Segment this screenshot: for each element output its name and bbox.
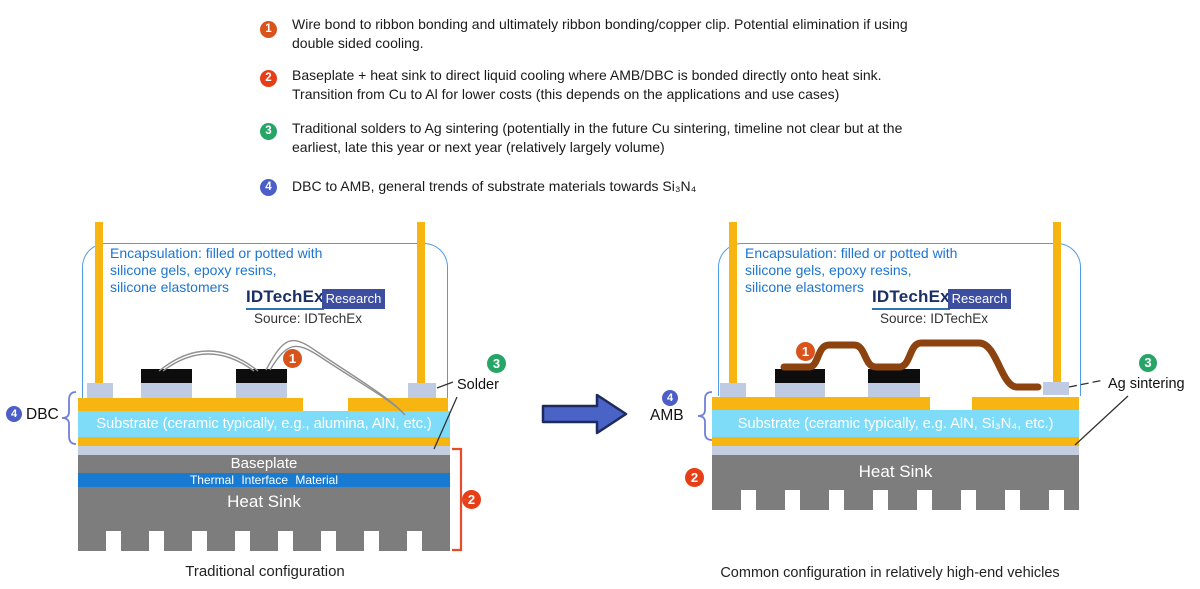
solder-pad [236,383,287,398]
semiconductor-die [868,369,920,383]
idtechex-logo: IDTechEx [872,287,950,310]
heat-sink-body: Heat Sink [78,487,450,531]
callout-3-solder: 3 [487,354,506,373]
legend-item-1-line-2: double sided cooling. [292,35,424,51]
idtechex-research-badge: Research [948,289,1011,309]
bottom-copper-layer [78,437,450,446]
legend-item-1: 1 Wire bond to ribbon bonding and ultima… [252,15,997,53]
solder-pad [408,383,436,398]
left-encapsulation-label: Encapsulation: filled or potted with sil… [110,245,323,295]
top-copper-layer-left-segment [712,397,930,410]
sinter-attach-layer [712,446,1079,455]
legend-item-3-line-1: Traditional solders to Ag sintering (pot… [292,120,903,136]
amb-label: AMB [650,407,684,424]
left-terminal-pin-1 [95,222,103,383]
left-terminal-pin-2 [417,222,425,383]
transition-arrow-icon [541,393,628,435]
right-encapsulation-label: Encapsulation: filled or potted with sil… [745,245,958,295]
right-terminal-pin-2 [1053,222,1061,383]
source-credit: Source: IDTechEx [880,311,989,326]
bottom-copper-layer [712,437,1079,446]
callout-4-dbc: 4 [6,406,22,422]
right-diagram-caption: Common configuration in relatively high-… [720,565,1060,581]
substrate-label: Substrate (ceramic typically, e.g., alum… [96,416,432,432]
dbc-label: DBC [26,406,59,423]
heat-sink-fins [78,531,450,551]
baseplate-layer: Baseplate [78,455,450,473]
solder-pad [720,383,746,398]
callout-4-amb: 4 [662,390,678,406]
legend-item-1-line-1: Wire bond to ribbon bonding and ultimate… [292,16,908,32]
source-credit: Source: IDTechEx [254,311,363,326]
left-diagram-caption: Traditional configuration [185,563,345,580]
semiconductor-die [236,369,287,383]
right-terminal-pin-1 [729,222,737,383]
substrate-layer: Substrate (ceramic typically, e.g., alum… [78,411,450,437]
ag-sintering-label: Ag sintering [1108,376,1185,392]
ag-sinter-pad [1043,382,1069,395]
right-encapsulation-outline [718,243,1081,396]
legend-badge-1: 1 [260,21,277,38]
callout-1-wire-bond: 1 [283,349,302,368]
callout-3-ag-sintering: 3 [1139,354,1157,372]
top-copper-layer-right-segment [972,397,1079,410]
substrate-label: Substrate (ceramic typically, e.g. AlN, … [737,416,1054,432]
left-encapsulation-outline [82,243,448,399]
callout-1-ribbon-bond: 1 [796,342,815,361]
thermal-interface-material-layer: Thermal Interface Material [78,473,450,487]
legend-item-2: 2 Baseplate + heat sink to direct liquid… [252,66,997,104]
top-copper-layer-right-segment [348,398,448,411]
solder-pad [87,383,113,398]
semiconductor-die [141,369,192,383]
idtechex-research-badge: Research [322,289,385,309]
legend-item-2-line-1: Baseplate + heat sink to direct liquid c… [292,67,882,83]
idtechex-logo: IDTechEx [246,287,324,310]
legend-badge-3: 3 [260,123,277,140]
top-copper-layer-left-segment [78,398,303,411]
solder-pad [141,383,192,398]
legend-item-4-line-1: DBC to AMB, general trends of substrate … [292,178,697,194]
substrate-layer: Substrate (ceramic typically, e.g. AlN, … [712,410,1079,437]
legend-item-4: 4 DBC to AMB, general trends of substrat… [252,177,997,196]
solder-pad [868,383,920,398]
semiconductor-die [775,369,825,383]
callout-2-cooling: 2 [462,490,481,509]
solder-attach-layer [78,446,450,455]
amb-brace [697,391,713,441]
callout-2-cooling: 2 [685,468,704,487]
dbc-brace [61,391,77,445]
legend-item-2-line-2: Transition from Cu to Al for lower costs… [292,86,840,102]
legend-item-3: 3 Traditional solders to Ag sintering (p… [252,119,997,157]
heat-sink-fins [712,490,1079,510]
legend-item-3-line-2: earliest, late this year or next year (r… [292,139,665,155]
legend-badge-2: 2 [260,70,277,87]
heat-sink-body: Heat Sink [712,455,1079,490]
solder-pad [775,383,825,398]
solder-label: Solder [457,377,499,393]
legend-badge-4: 4 [260,179,277,196]
